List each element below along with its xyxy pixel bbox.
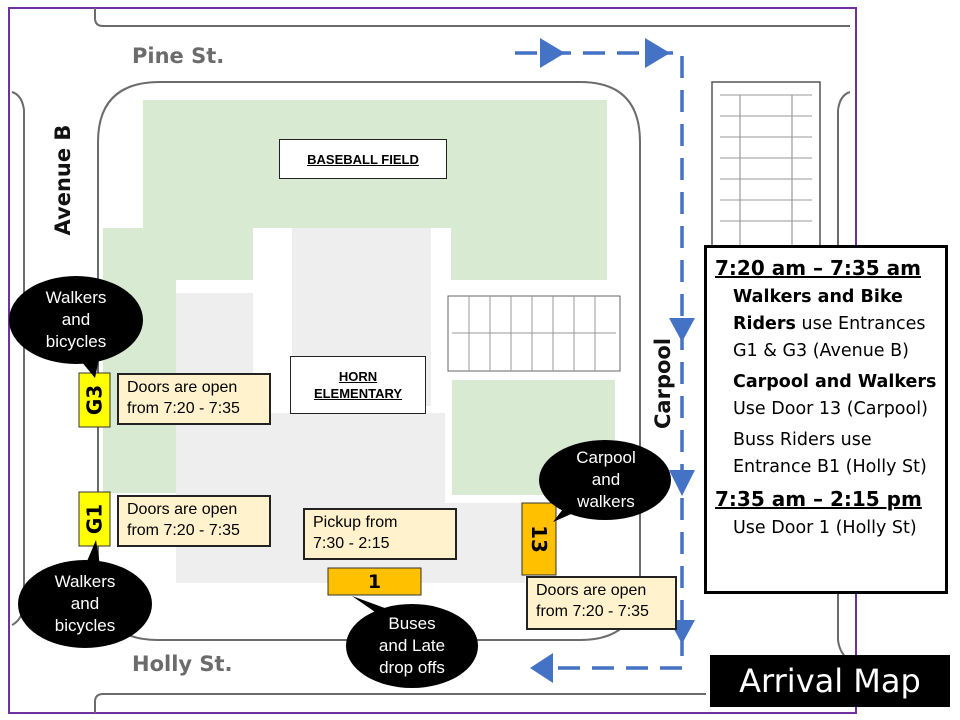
baseball-field-label: BASEBALL FIELD	[279, 139, 447, 179]
schedule-walkers-bold: Walkers and Bike Riders	[733, 287, 903, 334]
door-g1-hours-note: Doors are open from 7:20 - 7:35	[117, 495, 271, 547]
parking-lot-right	[711, 81, 821, 248]
door-g3-marker	[78, 372, 111, 428]
arrow-down-icon	[669, 470, 695, 496]
traffic-route	[515, 51, 684, 670]
schedule-carpool: Carpool and Walkers Use Door 13 (Carpool…	[733, 369, 937, 423]
pickup-hours-note: Pickup from 7:30 - 2:15	[303, 508, 457, 560]
arrow-left-icon	[530, 653, 553, 683]
schedule-door1: Use Door 1 (Holly St)	[733, 518, 917, 538]
schedule-walkers: Walkers and Bike Riders use Entrances G1…	[733, 284, 937, 365]
schedule-bus: Buss Riders use Entrance B1 (Holly St)	[733, 430, 927, 477]
door-13-marker	[521, 502, 557, 576]
school-name-label: HORN ELEMENTARY	[290, 356, 426, 414]
schedule-period-morning: 7:20 am – 7:35 am	[715, 256, 922, 280]
arrival-schedule-box: 7:20 am – 7:35 am Walkers and Bike Rider…	[704, 245, 948, 594]
street-label-avenue-b: Avenue B	[51, 124, 75, 236]
arrow-down-icon	[669, 318, 695, 342]
door-13-label: 13	[527, 525, 551, 553]
schedule-period-day: 7:35 am – 2:15 pm	[715, 487, 922, 511]
street-label-pine: Pine St.	[132, 44, 225, 68]
schedule-carpool-text: Use Door 13 (Carpool)	[733, 399, 928, 419]
speech-bubbles	[9, 276, 671, 688]
door-g1-label: G1	[82, 503, 107, 535]
street-label-carpool: Carpool	[651, 337, 675, 429]
buses-bubble: Buses and Late drop offs	[378, 614, 446, 677]
door-g1-marker	[78, 491, 111, 547]
carpool-bubble: Carpool and walkers	[576, 448, 636, 511]
parking-lot-middle	[447, 295, 621, 372]
walkers-bubble-top: Walkers and bicycles	[45, 288, 107, 351]
schedule-carpool-bold: Carpool and Walkers	[733, 372, 937, 392]
schedule-walkers-text: use Entrances G1 & G3 (Avenue B)	[733, 314, 926, 361]
map-title: Arrival Map	[710, 655, 950, 707]
door-1-label: 1	[367, 570, 382, 593]
door-1-marker	[327, 567, 422, 596]
arrow-right-icon	[645, 38, 670, 68]
street-label-holly: Holly St.	[132, 652, 233, 676]
arrow-right-icon	[540, 38, 565, 68]
door-g3-hours-note: Doors are open from 7:20 - 7:35	[117, 373, 271, 425]
walkers-bubble-bottom: Walkers and bicycles	[54, 572, 116, 635]
door-g3-label: G3	[82, 384, 107, 416]
door-13-hours-note: Doors are open from 7:20 - 7:35	[526, 576, 677, 630]
